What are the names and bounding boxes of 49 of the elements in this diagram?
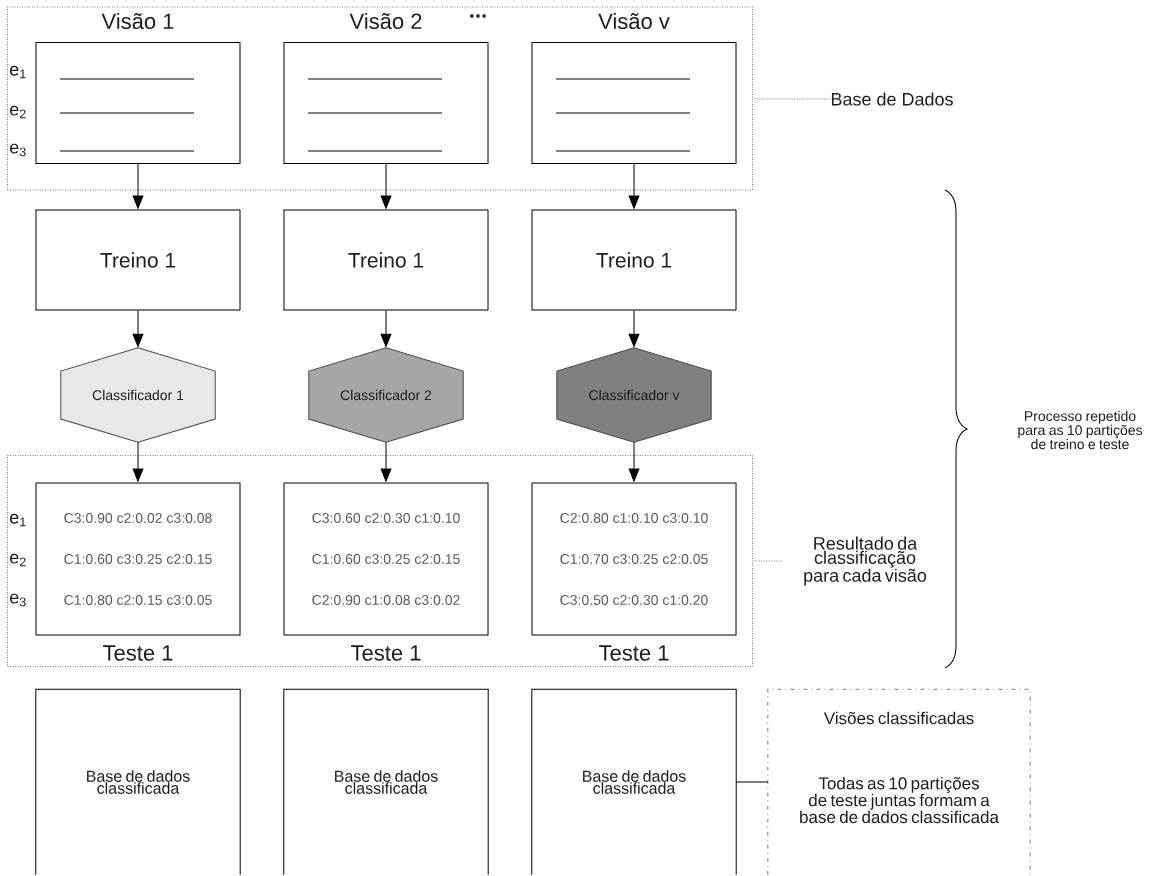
row-label: e$_{2}$: [10, 105, 26, 119]
classifier-hexagon: Classificador v: [556, 347, 712, 443]
arrow: [380, 310, 392, 347]
box-heading: Visão 2: [349, 12, 422, 30]
box-heading: Teste 1: [351, 645, 421, 661]
result-line: C1:0.60 c3:0.25 c2:0.15: [312, 554, 460, 564]
database-box: Base de dados classificada: [531, 688, 737, 876]
arrow: [380, 163, 392, 209]
box-heading: Teste 1: [599, 645, 669, 661]
result-line: C1:0.80 c2:0.15 c3:0.05: [64, 595, 212, 605]
annotation-text: Base de Dados: [831, 92, 953, 106]
connector-line: [735, 781, 769, 783]
arrow: [628, 163, 640, 209]
arrow: [380, 441, 392, 482]
leader-line: [752, 560, 783, 562]
row-label: e$_{1}$: [10, 513, 26, 527]
arrow: [132, 441, 144, 482]
ellipsis: ...: [470, 14, 486, 18]
annotation-text: Resultado da classificação para cada visão: [804, 536, 927, 586]
classifier-hexagon: Classificador 2: [308, 347, 464, 443]
box-heading: Teste 1: [103, 645, 173, 661]
note-box: Visões classificadas Todas as 10 partições de teste juntas formam a base de dados classificada: [767, 688, 1031, 876]
box-heading: Visão v: [598, 12, 670, 30]
classifier-hexagon: Classificador 1: [60, 347, 216, 443]
annotation-text: Processo repetido para as 10 partições de treino e teste: [1018, 410, 1143, 450]
database-box: Base de dados classificada: [283, 688, 489, 876]
row-label: e$_{1}$: [10, 65, 26, 79]
group-frame: [7, 455, 753, 667]
arrow: [132, 310, 144, 347]
result-line: C1:0.70 c3:0.25 c2:0.05: [560, 554, 708, 564]
row-label: e$_{3}$: [10, 143, 26, 157]
result-line: C3:0.50 c2:0.30 c1:0.20: [560, 595, 708, 605]
box-heading: Visão 1: [101, 12, 174, 30]
process-box: Treino 1: [531, 209, 737, 311]
process-box: Treino 1: [35, 209, 241, 311]
group-frame: [7, 6, 753, 191]
result-line: C2:0.80 c1:0.10 c3:0.10: [560, 513, 708, 523]
arrow: [132, 163, 144, 209]
row-label: e$_{2}$: [10, 553, 26, 567]
arrow: [628, 310, 640, 347]
arrow: [628, 441, 640, 482]
database-box: Base de dados classificada: [35, 688, 241, 876]
process-box: Treino 1: [283, 209, 489, 311]
result-line: C3:0.60 c2:0.30 c1:0.10: [312, 513, 460, 523]
result-line: C1:0.60 c3:0.25 c2:0.15: [64, 554, 212, 564]
row-label: e$_{3}$: [10, 593, 26, 607]
result-line: C2:0.90 c1:0.08 c3:0.02: [312, 595, 460, 605]
result-line: C3:0.90 c2:0.02 c3:0.08: [64, 513, 212, 523]
leader-line: [752, 98, 831, 100]
